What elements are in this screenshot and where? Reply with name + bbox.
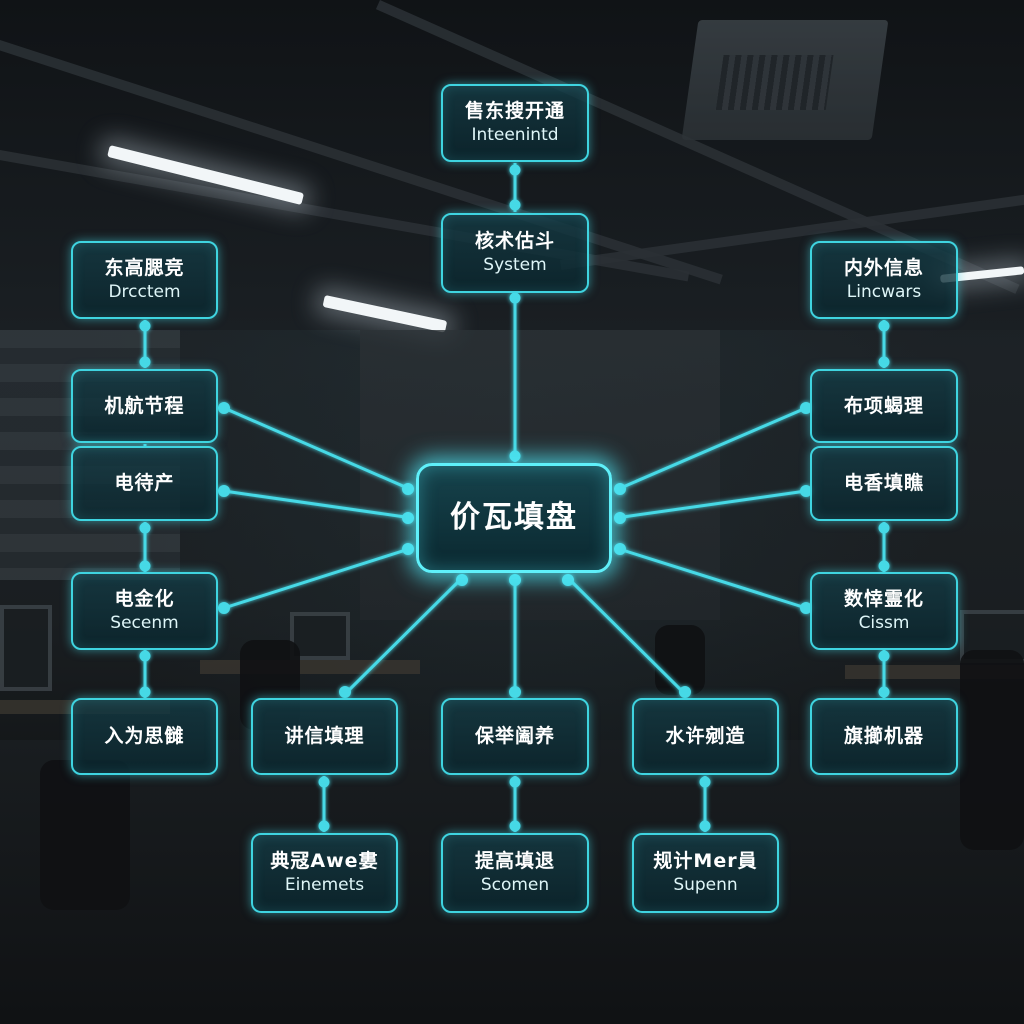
link-dot xyxy=(218,402,230,414)
link-dot xyxy=(218,485,230,497)
node-bottom-6[interactable]: 规计Mer員 Supenn xyxy=(632,833,779,913)
link-dot xyxy=(699,776,711,788)
link-dot xyxy=(139,522,151,534)
node-left-5[interactable]: 入为思雠 xyxy=(71,698,218,775)
node-bottom-1[interactable]: 讲信填理 xyxy=(251,698,398,775)
node-right-5[interactable]: 旗擳机器 xyxy=(810,698,958,775)
link-dot xyxy=(614,512,626,524)
link-dot xyxy=(218,602,230,614)
link-dot xyxy=(139,686,151,698)
link-right-3 xyxy=(615,489,807,520)
link-dot xyxy=(878,650,890,662)
link-dot xyxy=(509,820,521,832)
node-label: 保举阖养 xyxy=(474,725,555,748)
node-sublabel: Secenm xyxy=(110,613,179,634)
link-right-4 xyxy=(615,546,807,610)
link-dot xyxy=(139,650,151,662)
node-label: 售东搜开通 xyxy=(464,100,565,123)
node-bottom-5[interactable]: 提高填退 Scomen xyxy=(441,833,589,913)
link-dot xyxy=(509,292,521,304)
node-label: 内外信息 xyxy=(843,257,924,280)
office-chair xyxy=(655,625,705,695)
office-chair xyxy=(40,760,130,910)
link-dot xyxy=(699,820,711,832)
node-label: 数悻霊化 xyxy=(843,588,924,611)
node-top-2[interactable]: 核术估斗 System xyxy=(441,213,589,293)
monitor xyxy=(0,605,52,691)
node-right-4[interactable]: 数悻霊化 Cissm xyxy=(810,572,958,650)
link-dot xyxy=(509,450,521,462)
link-dot xyxy=(878,686,890,698)
link-bottom-3 xyxy=(566,576,687,696)
node-left-3[interactable]: 电待产 xyxy=(71,446,218,521)
link-dot xyxy=(139,560,151,572)
link-left-3 xyxy=(223,489,413,520)
node-label: 电待产 xyxy=(114,472,175,495)
node-label: 东高腮竞 xyxy=(104,257,185,280)
monitor xyxy=(290,612,350,660)
link-dot xyxy=(402,512,414,524)
link-left-2 xyxy=(223,406,413,492)
node-label: 电金化 xyxy=(114,588,175,611)
node-label: 水许剜造 xyxy=(665,725,746,748)
node-label: 提高填退 xyxy=(474,850,555,873)
link-dot xyxy=(402,543,414,555)
node-left-1[interactable]: 东高腮竞 Drcctem xyxy=(71,241,218,319)
node-label: 规计Mer員 xyxy=(653,850,758,873)
node-label: 机航节程 xyxy=(104,394,185,417)
node-top-1[interactable]: 售东搜开通 Inteenintd xyxy=(441,84,589,162)
office-chair xyxy=(960,650,1024,850)
center-node-label: 价瓦填盘 xyxy=(450,500,578,535)
node-sublabel: Supenn xyxy=(673,875,738,896)
node-right-2[interactable]: 布项蝎理 xyxy=(810,369,958,443)
link-dot xyxy=(318,776,330,788)
link-dot xyxy=(509,686,521,698)
link-dot xyxy=(318,820,330,832)
node-bottom-2[interactable]: 保举阖养 xyxy=(441,698,589,775)
link-dot xyxy=(614,543,626,555)
node-left-2[interactable]: 机航节程 xyxy=(71,369,218,443)
link-dot xyxy=(562,574,574,586)
link-right-2 xyxy=(615,406,807,492)
link-dot xyxy=(509,776,521,788)
link-dot xyxy=(878,356,890,368)
node-sublabel: Lincwars xyxy=(846,282,922,303)
link-dot xyxy=(139,320,151,332)
link-dot xyxy=(878,560,890,572)
link-dot xyxy=(139,356,151,368)
node-sublabel: Drcctem xyxy=(108,282,181,303)
node-label: 旗擳机器 xyxy=(843,725,924,748)
link-dot xyxy=(402,483,414,495)
center-node[interactable]: 价瓦填盘 xyxy=(416,463,612,573)
node-sublabel: Cissm xyxy=(858,613,910,634)
link-bottom-1 xyxy=(343,576,464,696)
node-bottom-3[interactable]: 水许剜造 xyxy=(632,698,779,775)
node-right-1[interactable]: 内外信息 Lincwars xyxy=(810,241,958,319)
node-label: 电香填瞧 xyxy=(843,472,924,495)
node-label: 讲信填理 xyxy=(284,725,365,748)
node-right-3[interactable]: 电香填瞧 xyxy=(810,446,958,521)
link-dot xyxy=(878,522,890,534)
node-label: 布项蝎理 xyxy=(843,394,924,417)
link-dot xyxy=(509,199,521,211)
node-left-4[interactable]: 电金化 Secenm xyxy=(71,572,218,650)
node-sublabel: Einemets xyxy=(284,875,365,896)
link-dot xyxy=(509,164,521,176)
link-dot xyxy=(509,574,521,586)
link-dot xyxy=(679,686,691,698)
link-dot xyxy=(339,686,351,698)
node-sublabel: System xyxy=(483,255,547,276)
node-label: 典冦Awe婁 xyxy=(270,850,379,873)
node-label: 核术估斗 xyxy=(474,230,555,253)
link-dot xyxy=(614,483,626,495)
node-bottom-4[interactable]: 典冦Awe婁 Einemets xyxy=(251,833,398,913)
link-dot xyxy=(456,574,468,586)
link-left-4 xyxy=(223,546,413,610)
node-sublabel: Inteenintd xyxy=(471,125,559,146)
node-label: 入为思雠 xyxy=(104,725,185,748)
link-dot xyxy=(878,320,890,332)
node-sublabel: Scomen xyxy=(480,875,550,896)
